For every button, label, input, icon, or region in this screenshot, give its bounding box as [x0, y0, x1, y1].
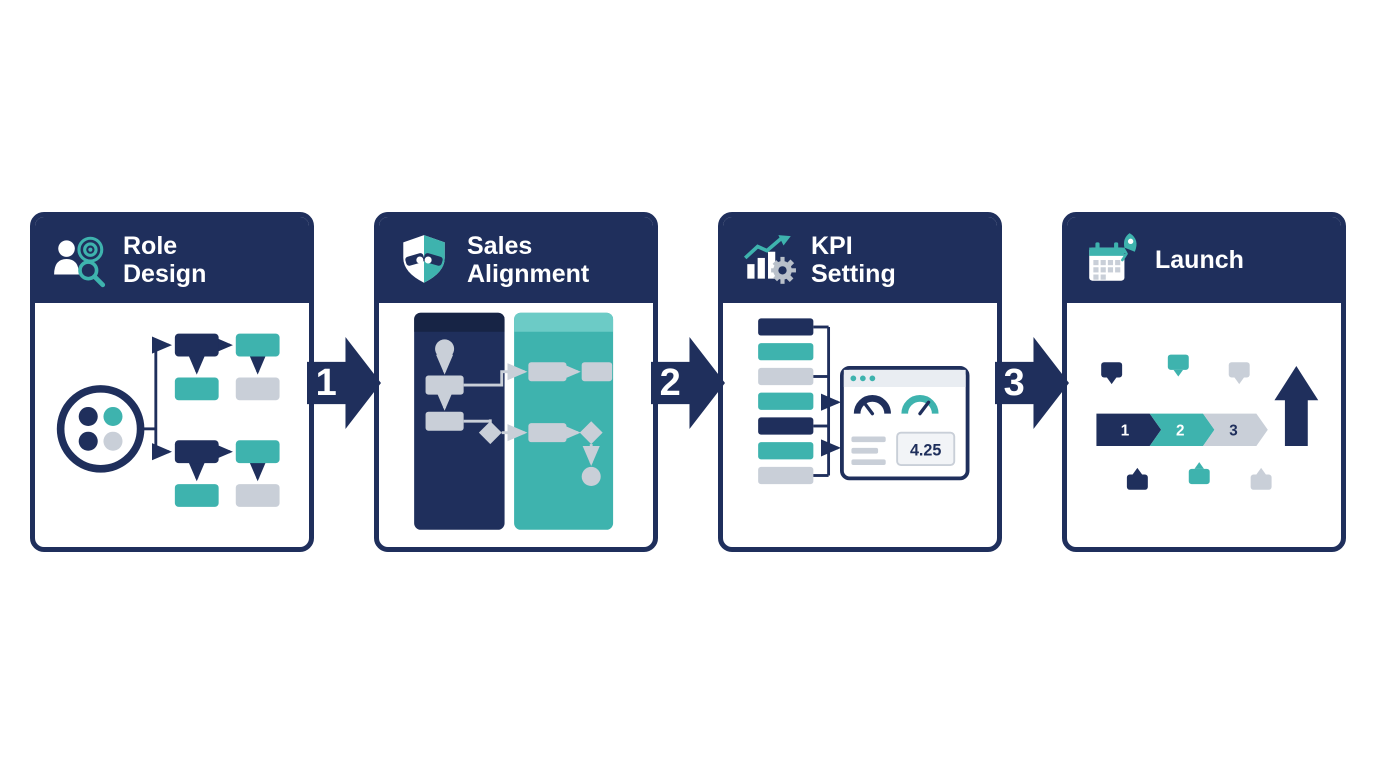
step-card-kpi-setting: KPI Setting — [718, 212, 1002, 552]
dashboard-text-lines — [851, 436, 886, 466]
step-header-launch: Launch — [1067, 217, 1341, 303]
step-card-sales-alignment: Sales Alignment — [374, 212, 658, 552]
launch-timeline-diagram: 1 2 3 — [1096, 354, 1319, 490]
gauge-1 — [853, 395, 891, 416]
step-body-launch: 1 2 3 — [1067, 303, 1341, 547]
step-title-line1: Sales — [467, 232, 533, 260]
timeline-markers-top — [1101, 354, 1250, 385]
steps-row: Role Design — [30, 212, 1346, 552]
timeline-segment-3: 3 — [1229, 423, 1237, 440]
step-header-sales-alignment: Sales Alignment — [379, 217, 653, 303]
connector-label: 2 — [659, 361, 681, 404]
role-hierarchy-diagram — [56, 333, 280, 507]
step-title-line1: Launch — [1155, 246, 1244, 274]
step-card-role-design: Role Design — [30, 212, 314, 552]
connector-label: 3 — [1003, 361, 1025, 404]
swimlane-flowchart — [414, 312, 614, 530]
growth-chart-gear-icon — [743, 235, 796, 284]
step-title-line2: Alignment — [467, 260, 590, 288]
step-title-line2: Design — [123, 260, 207, 288]
step-title-line1: Role — [123, 232, 178, 260]
kpi-connectors — [813, 325, 841, 477]
step-title-line1: KPI — [811, 232, 853, 260]
kpi-dashboard-diagram: 4.25 — [758, 318, 970, 485]
step-header-role-design: Role Design — [35, 217, 309, 303]
step-title: Sales Alignment — [467, 232, 589, 288]
timeline-markers-bottom — [1126, 462, 1272, 490]
growth-up-arrow — [1274, 366, 1319, 446]
gauge-2 — [901, 395, 939, 416]
step-title: Launch — [1155, 246, 1244, 274]
connector-arrow-1: 1 — [307, 337, 381, 429]
timeline-segment-2: 2 — [1176, 423, 1184, 440]
kpi-list — [758, 318, 814, 485]
flow-shapes — [425, 339, 613, 486]
calendar-rocket-icon — [1089, 233, 1137, 281]
handshake-shield-icon — [403, 235, 445, 283]
hierarchy-connectors — [140, 336, 267, 482]
step-body-kpi-setting: 4.25 — [723, 303, 997, 547]
flow-connectors — [436, 354, 600, 466]
team-circle — [56, 385, 145, 473]
connector-arrow-3: 3 — [995, 337, 1069, 429]
step-title-line2: Setting — [811, 260, 896, 288]
step-title: KPI Setting — [811, 232, 896, 288]
connector-arrow-2: 2 — [651, 337, 725, 429]
step-header-kpi-setting: KPI Setting — [723, 217, 997, 303]
timeline-chevrons: 1 2 3 — [1096, 413, 1268, 446]
step-body-sales-alignment — [379, 303, 653, 547]
dashboard-window: 4.25 — [840, 366, 970, 481]
kpi-score-value: 4.25 — [910, 442, 941, 460]
swimlane-right — [514, 312, 614, 530]
role-boxes — [174, 333, 280, 507]
step-title: Role Design — [123, 232, 206, 288]
step-body-role-design — [35, 303, 309, 547]
rocket — [1120, 233, 1137, 262]
timeline-segment-1: 1 — [1121, 423, 1130, 440]
connector-label: 1 — [315, 361, 337, 404]
score-box — [896, 431, 956, 466]
person-target-icon — [54, 236, 106, 288]
step-card-launch: Launch 1 2 — [1062, 212, 1346, 552]
